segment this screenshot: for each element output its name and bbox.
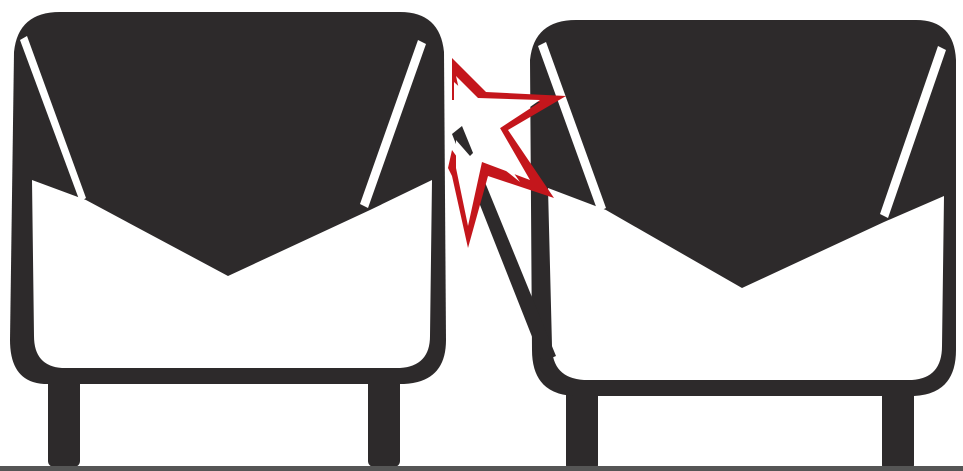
left-seat-leg-right xyxy=(368,374,400,467)
right-seat-leg-left xyxy=(566,384,598,471)
left-seat-icon xyxy=(10,12,446,467)
right-seat-icon xyxy=(530,20,956,471)
right-seat-leg-right xyxy=(882,384,914,471)
left-seat-leg-left xyxy=(48,374,80,467)
ground-line xyxy=(0,466,963,471)
